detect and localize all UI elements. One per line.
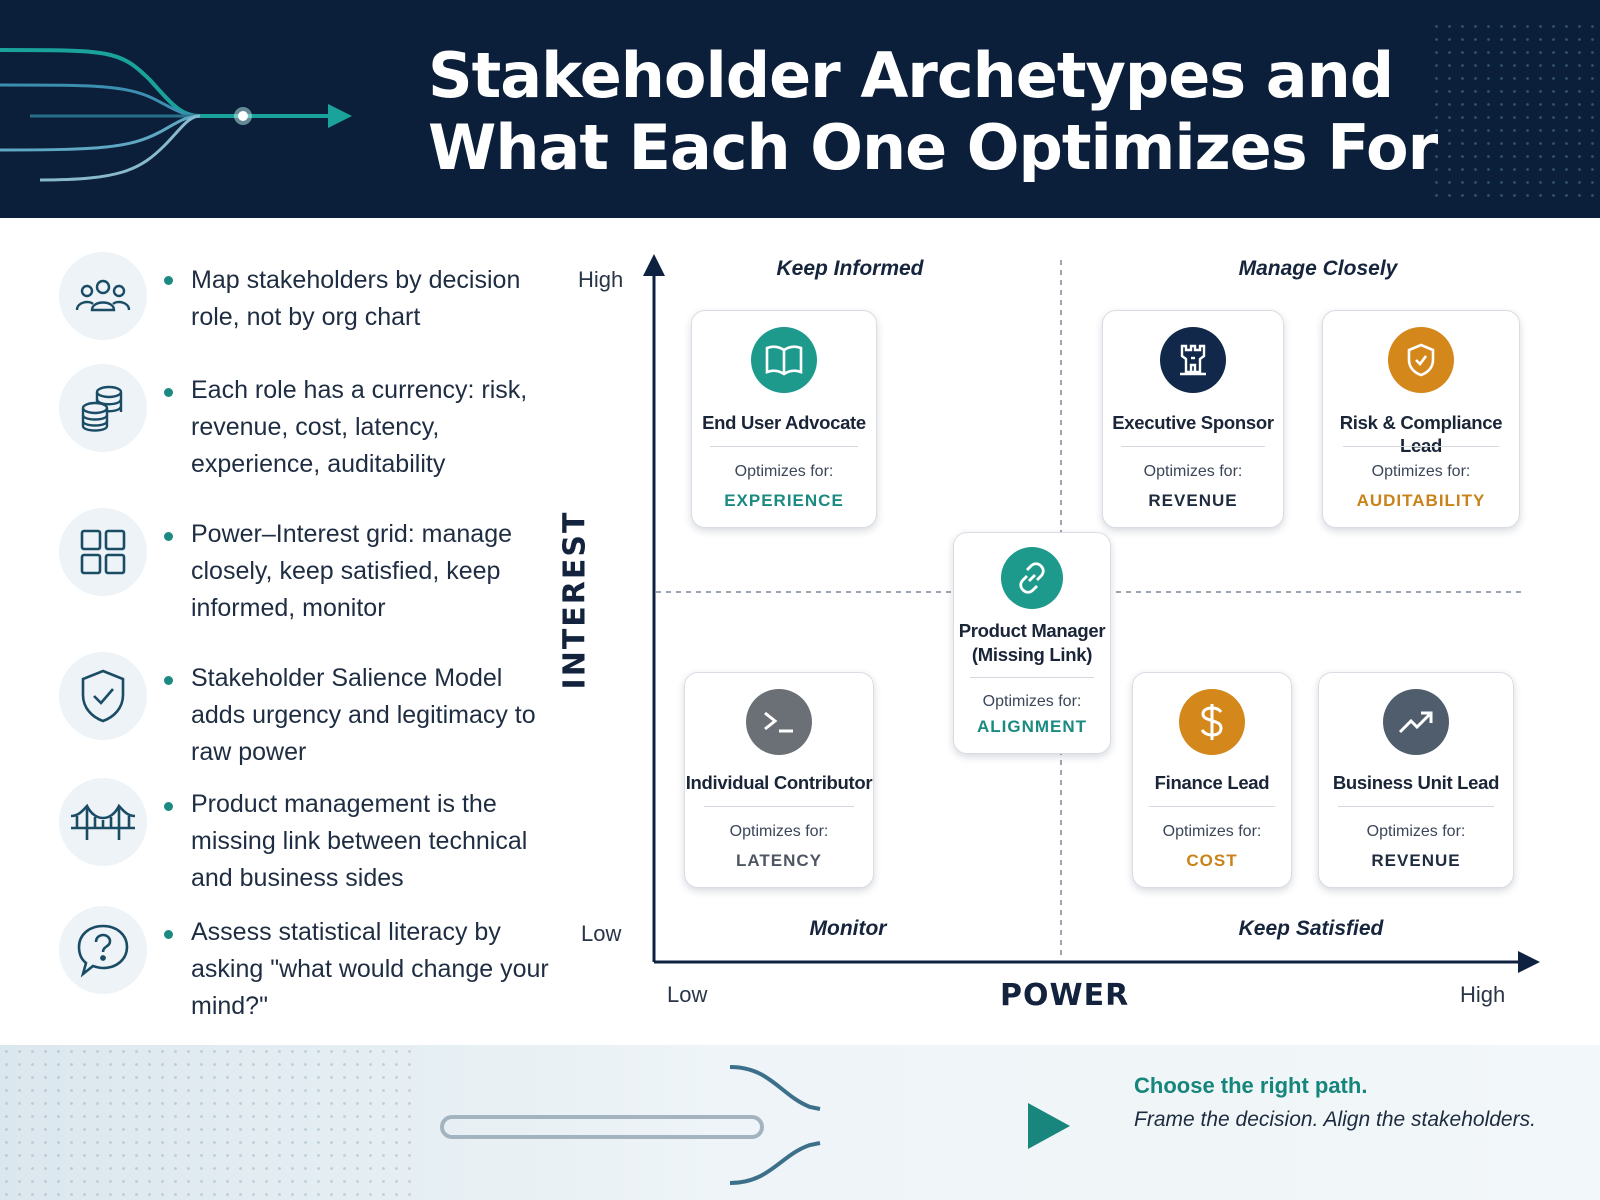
castle-tower-icon [1160,327,1226,393]
x-axis-high-label: High [1460,982,1506,1007]
stakeholder-card-individual-contributor: Individual Contributor Optimizes for: LA… [684,672,874,888]
quadrant-label-keep-satisfied: Keep Satisfied [1238,917,1384,940]
title-line-1: Stakeholder Archetypes and [428,39,1394,112]
stakeholder-card-product-manager: Product Manager (Missing Link) Optimizes… [953,532,1111,754]
link-icon [1001,547,1063,609]
card-divider [703,806,855,807]
bullet-text: Assess statistical literacy by asking "w… [191,918,549,1020]
card-name-line-1: Product Manager [958,620,1106,641]
card-name: End User Advocate [702,412,866,433]
card-optimizes-label: Optimizes for: [729,823,829,840]
footer-headline: Choose the right path. [1134,1073,1368,1098]
bullet-dot [164,930,173,939]
card-name-line-2: (Missing Link) [971,644,1093,665]
stakeholder-card-executive-sponsor: Executive Sponsor Optimizes for: REVENUE [1102,310,1284,528]
people-group-icon [59,252,147,340]
card-divider [969,677,1095,678]
stakeholder-card-end-user-advocate: End User Advocate Optimizes for: EXPERIE… [691,310,877,528]
page-title: Stakeholder Archetypes and What Each One… [428,40,1478,184]
trend-up-icon [1383,689,1449,755]
card-optimizes-value: COST [1186,851,1238,870]
card-optimizes-label: Optimizes for: [1371,463,1471,480]
card-optimizes-value: ALIGNMENT [976,717,1088,736]
footer-path-graphic [440,1065,1070,1185]
card-optimizes-label: Optimizes for: [1143,463,1243,480]
stakeholder-card-business-unit-lead: Business Unit Lead Optimizes for: REVENU… [1318,672,1514,888]
card-name: Finance Lead [1154,772,1270,793]
card-optimizes-label: Optimizes for: [734,463,834,480]
dollar-icon [1179,689,1245,755]
card-name: Risk & Compliance Lead [1339,412,1503,456]
card-optimizes-label: Optimizes for: [1366,823,1466,840]
shield-icon [1388,327,1454,393]
card-name: Business Unit Lead [1332,772,1500,793]
terminal-icon [746,689,812,755]
quadrant-label-monitor: Monitor [809,917,887,940]
y-axis-high-label: High [578,267,624,292]
question-bubble-icon [59,906,147,994]
bullet-text: Each role has a currency: risk, revenue,… [191,376,528,478]
card-optimizes-value: LATENCY [735,851,822,870]
stakeholder-card-risk-compliance-lead: Risk & Compliance Lead Optimizes for: AU… [1322,310,1520,528]
card-optimizes-value: REVENUE [1148,491,1238,510]
card-optimizes-value: EXPERIENCE [724,491,844,510]
footer-subline: Frame the decision. Align the stakeholde… [1134,1108,1536,1131]
bullet-dot [164,276,173,285]
converging-paths-graphic [0,48,352,182]
card-optimizes-label: Optimizes for: [982,693,1082,710]
card-divider [1338,806,1494,807]
footer-banner [0,1045,1600,1200]
title-line-2: What Each One Optimizes For [428,111,1438,184]
grid-icon [59,508,147,596]
shield-check-icon [59,652,147,740]
coin-stack-icon [59,364,147,452]
footer-dot-pattern [0,1045,420,1200]
card-divider [1148,806,1276,807]
bullet-text: Power–Interest grid: manage closely, kee… [191,520,513,622]
x-axis-label: POWER [1000,978,1130,1013]
card-divider [1121,446,1265,447]
stakeholder-card-finance-lead: Finance Lead Optimizes for: COST [1132,672,1292,888]
y-axis-label: INTEREST [557,510,593,690]
header-banner: Stakeholder Archetypes and What Each One… [0,0,1600,218]
y-axis-low-label: Low [581,921,622,946]
card-divider [710,446,858,447]
bullet-dot [164,388,173,397]
card-name: Individual Contributor [685,772,873,793]
card-name: Executive Sponsor [1112,412,1274,433]
bullet-text: Stakeholder Salience Model adds urgency … [191,664,536,766]
card-optimizes-label: Optimizes for: [1162,823,1262,840]
bullet-text: Map stakeholders by decision role, not b… [191,266,521,331]
book-icon [751,327,817,393]
bullet-dot [164,802,173,811]
card-optimizes-value: REVENUE [1371,851,1461,870]
card-divider [1342,446,1500,447]
bullet-text: Product management is the missing link b… [191,790,528,892]
quadrant-label-manage-closely: Manage Closely [1238,257,1398,280]
x-axis-low-label: Low [667,982,708,1007]
card-optimizes-value: AUDITABILITY [1356,491,1486,510]
header-dot-pattern [1430,20,1600,200]
quadrant-label-keep-informed: Keep Informed [776,257,924,280]
bridge-icon [59,778,147,866]
bullet-dot [164,532,173,541]
bullet-dot [164,676,173,685]
